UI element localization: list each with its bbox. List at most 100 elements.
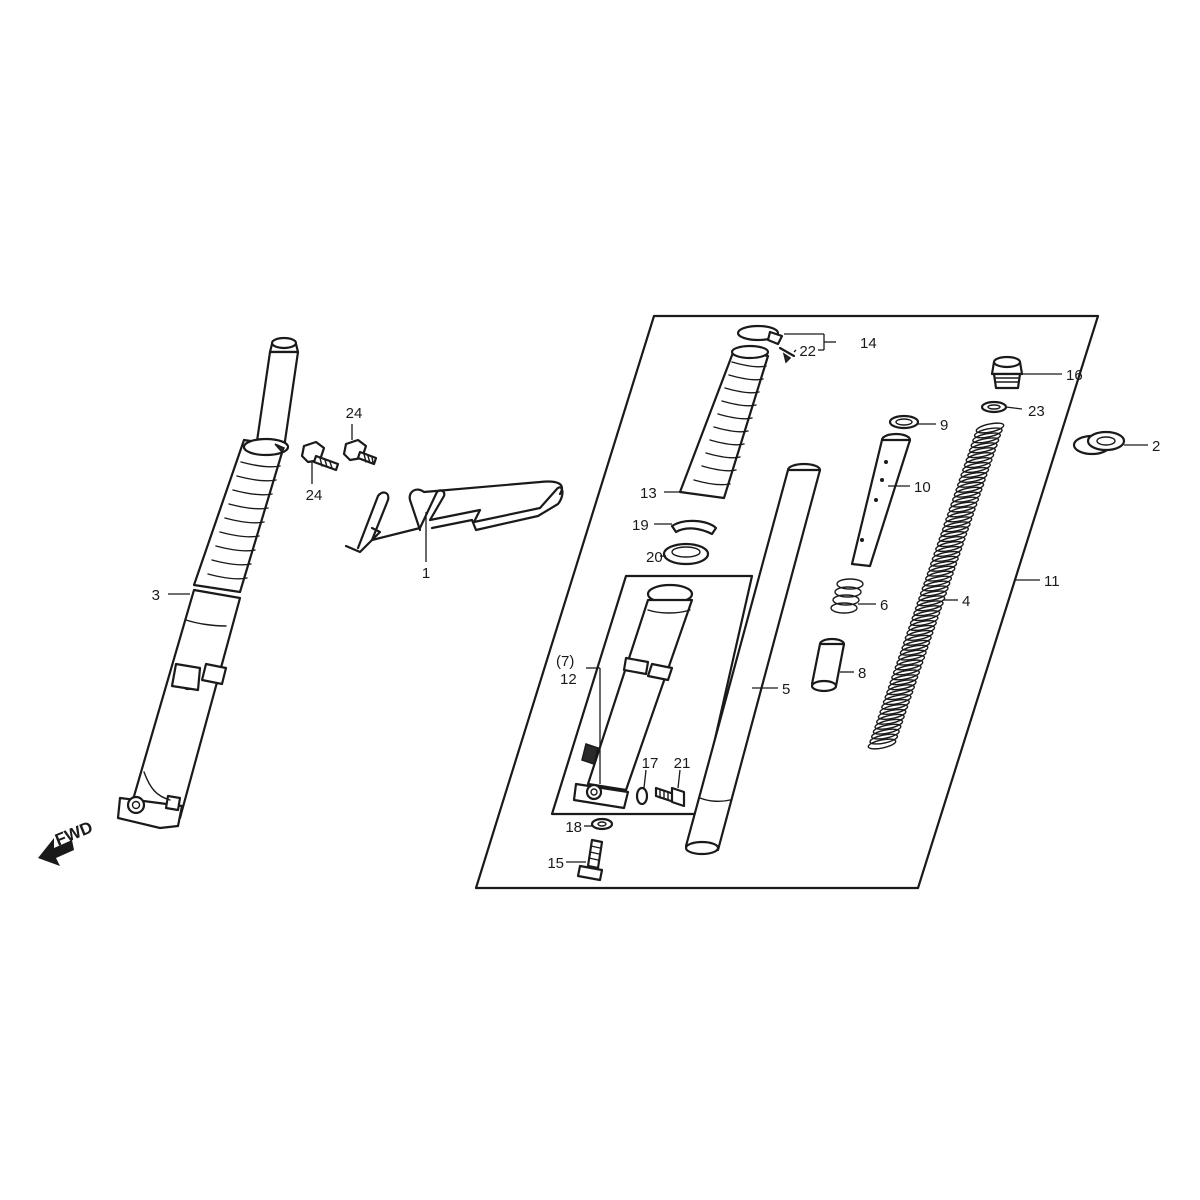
callout-11: 11 bbox=[1044, 573, 1060, 590]
spring-coil bbox=[906, 624, 936, 636]
part-16-fork-bolt bbox=[990, 355, 1024, 390]
bolt-24-bottom bbox=[300, 440, 340, 472]
spring-coil bbox=[877, 708, 907, 720]
callout-12: 12 bbox=[560, 671, 577, 688]
leader-lines bbox=[168, 333, 1148, 863]
spring-coil bbox=[870, 728, 900, 740]
part-20-oil-seal bbox=[662, 542, 710, 566]
spring-coil bbox=[963, 457, 993, 469]
callout-labels: 3 1 24 24 14 22 16 23 2 9 10 11 4 6 8 5 … bbox=[152, 335, 1161, 872]
spring-coil bbox=[945, 511, 975, 523]
part-15-socket-bolt bbox=[576, 838, 604, 882]
part-10-damper-rod bbox=[850, 432, 912, 568]
callout-24-bottom: 24 bbox=[306, 487, 323, 504]
spring-coil bbox=[918, 590, 948, 602]
fwd-arrow-icon: FWD bbox=[38, 818, 95, 866]
spring-coil bbox=[935, 540, 964, 553]
spring-coil bbox=[956, 476, 986, 488]
spring-coil bbox=[967, 447, 997, 459]
part-14-boot-clamp bbox=[736, 324, 784, 346]
spring-coil bbox=[948, 501, 978, 513]
callout-10: 10 bbox=[914, 479, 931, 496]
spring-coil bbox=[892, 664, 922, 676]
spring-coil bbox=[896, 654, 926, 666]
spring-coil bbox=[889, 674, 919, 686]
spring-coil bbox=[894, 659, 924, 671]
callout-21: 21 bbox=[674, 755, 691, 772]
spring-coil bbox=[940, 526, 970, 538]
spring-coil bbox=[872, 723, 902, 735]
spring-coil bbox=[962, 461, 991, 474]
fork-boot-bellows bbox=[192, 437, 290, 594]
spring-coil bbox=[911, 610, 941, 622]
spring-coil bbox=[879, 703, 909, 715]
spring-coil bbox=[901, 639, 931, 651]
spring-coil bbox=[973, 427, 1003, 439]
spring-coil bbox=[919, 585, 949, 597]
spring-coil bbox=[928, 560, 958, 572]
spring-coil bbox=[958, 471, 988, 483]
spring-coil bbox=[869, 733, 899, 745]
callout-9: 9 bbox=[940, 417, 948, 434]
part-21-bolt bbox=[654, 786, 686, 808]
callout-2: 2 bbox=[1152, 438, 1160, 455]
spring-coil bbox=[968, 442, 998, 454]
callout-1: 1 bbox=[422, 565, 430, 582]
callout-8: 8 bbox=[858, 665, 866, 682]
part-5-fork-tube bbox=[684, 462, 822, 856]
callout-16: 16 bbox=[1066, 367, 1083, 384]
spring-coil bbox=[938, 531, 968, 543]
spring-coil bbox=[902, 634, 932, 646]
spring-coil bbox=[965, 452, 995, 464]
spring-coil bbox=[881, 698, 910, 711]
part-8-oil-lock-piece bbox=[810, 637, 846, 693]
callout-7: (7) bbox=[556, 653, 574, 670]
callout-19: 19 bbox=[632, 517, 649, 534]
spring-coil bbox=[955, 481, 985, 493]
part-12-fork-slider bbox=[572, 583, 694, 810]
bolt-24-top bbox=[342, 438, 378, 466]
spring-coil bbox=[887, 679, 917, 691]
spring-coil bbox=[886, 684, 916, 696]
part-4-fork-spring bbox=[867, 422, 1005, 750]
callout-20: 20 bbox=[646, 549, 663, 566]
callout-13: 13 bbox=[640, 485, 657, 502]
part-17-washer bbox=[635, 786, 649, 806]
part-13-fork-boot bbox=[678, 344, 770, 500]
fwd-label: FWD bbox=[52, 818, 95, 850]
spring-coil bbox=[936, 536, 966, 548]
spring-coil bbox=[916, 595, 946, 607]
spring-coil bbox=[904, 629, 934, 641]
spring-coil bbox=[891, 669, 921, 681]
spring-coil bbox=[946, 506, 976, 518]
spring-coil bbox=[972, 432, 1002, 444]
spring-coil bbox=[875, 713, 905, 725]
part-6-rebound-spring bbox=[830, 578, 864, 614]
spring-coil bbox=[924, 570, 954, 582]
callout-18: 18 bbox=[565, 819, 582, 836]
spring-coil bbox=[874, 718, 904, 730]
part-2-rings bbox=[1072, 430, 1126, 456]
spring-coil bbox=[867, 738, 897, 750]
spring-coil bbox=[914, 600, 944, 612]
callout-22: 22 bbox=[799, 343, 816, 360]
spring-coil bbox=[921, 580, 951, 592]
spring-coil bbox=[884, 689, 914, 701]
part-1-guide bbox=[344, 480, 564, 554]
callout-24-top: 24 bbox=[346, 405, 363, 422]
callout-5: 5 bbox=[782, 681, 790, 698]
part-22-screw bbox=[778, 346, 796, 364]
spring-coil bbox=[931, 550, 961, 562]
spring-coil bbox=[899, 644, 929, 656]
spring-coil bbox=[882, 694, 912, 706]
part-19-circlip bbox=[670, 519, 718, 536]
part-23-o-ring bbox=[980, 400, 1008, 414]
spring-coil bbox=[909, 615, 939, 627]
callout-3: 3 bbox=[152, 587, 160, 604]
spring-coil bbox=[951, 491, 981, 503]
callout-17: 17 bbox=[642, 755, 659, 772]
spring-coil bbox=[975, 422, 1005, 434]
spring-coil bbox=[926, 565, 956, 577]
fork-assembly-3 bbox=[116, 336, 300, 830]
